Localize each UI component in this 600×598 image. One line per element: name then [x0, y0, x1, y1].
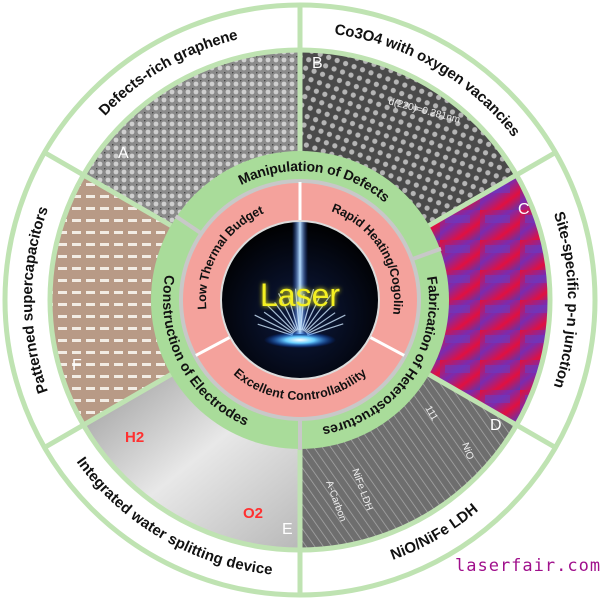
spark — [303, 294, 332, 332]
spark — [274, 302, 297, 332]
divider — [174, 214, 204, 236]
panel-letter: D — [490, 417, 502, 434]
spark — [254, 314, 294, 335]
panel-letter: B — [312, 55, 323, 72]
image-panel-d — [300, 374, 517, 550]
laser-spot — [264, 332, 336, 348]
spark — [263, 311, 295, 334]
watermark: laserfair.com — [455, 556, 600, 576]
spark — [294, 288, 300, 331]
spark — [300, 293, 305, 331]
panel-letter: E — [282, 521, 293, 538]
panel-letter: A — [118, 145, 129, 162]
panel-letter: C — [518, 201, 530, 218]
spark — [287, 295, 299, 331]
laser-beam — [292, 222, 308, 334]
spark — [301, 288, 315, 331]
image-panel-a — [83, 50, 300, 226]
divider — [368, 335, 405, 357]
divider — [41, 371, 174, 451]
spark — [306, 314, 346, 335]
spark — [305, 312, 336, 334]
image-panel-f — [50, 175, 172, 425]
laser-title: Laser — [260, 277, 340, 313]
spark — [264, 302, 296, 333]
image-panel-b — [300, 50, 517, 226]
h2-label: H2 — [125, 429, 144, 446]
divider — [41, 149, 174, 229]
spark — [278, 293, 298, 331]
spark — [302, 296, 321, 331]
divider — [410, 246, 442, 262]
divider — [426, 371, 559, 451]
o2-label: O2 — [243, 505, 263, 522]
image-panel-e — [83, 374, 300, 550]
image-panel-c — [428, 175, 550, 425]
panel-letter: F — [72, 357, 82, 374]
divider — [426, 149, 559, 229]
spark — [304, 303, 335, 333]
divider — [195, 335, 232, 357]
